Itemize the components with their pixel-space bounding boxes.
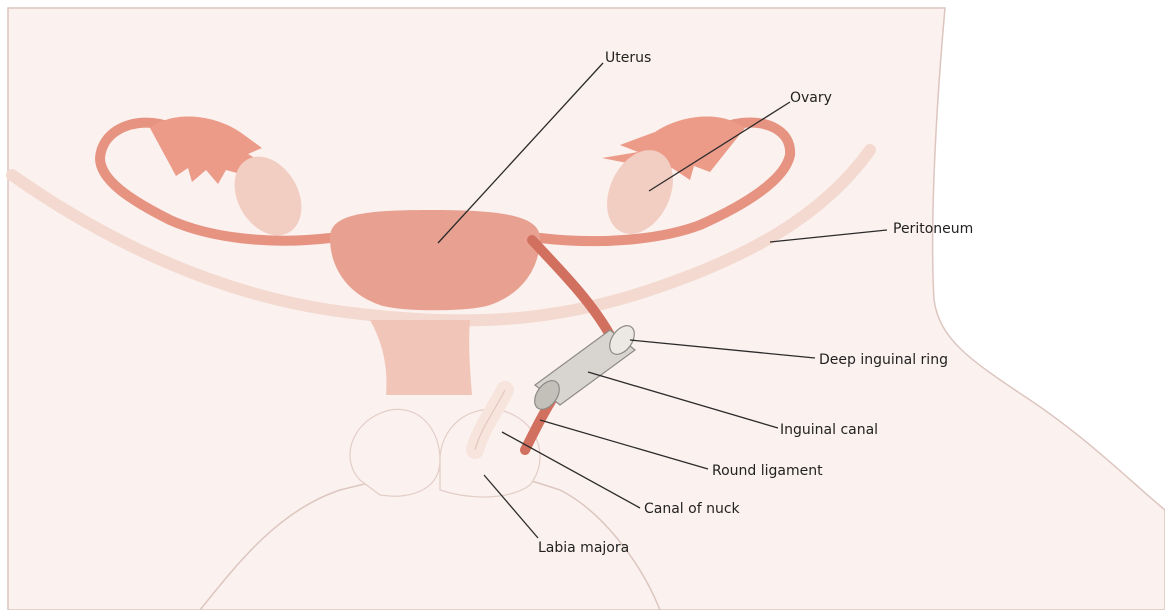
label-deep-inguinal-ring: Deep inguinal ring [819, 352, 948, 368]
label-labia-majora: Labia majora [538, 540, 629, 556]
label-uterus: Uterus [605, 50, 651, 66]
label-canal-of-nuck: Canal of nuck [644, 501, 741, 517]
label-peritoneum: Peritoneum [893, 221, 973, 237]
label-ovary: Ovary [790, 90, 832, 106]
label-round-ligament: Round ligament [712, 463, 823, 479]
label-inguinal-canal: Inguinal canal [780, 422, 878, 438]
uterus [330, 210, 540, 310]
